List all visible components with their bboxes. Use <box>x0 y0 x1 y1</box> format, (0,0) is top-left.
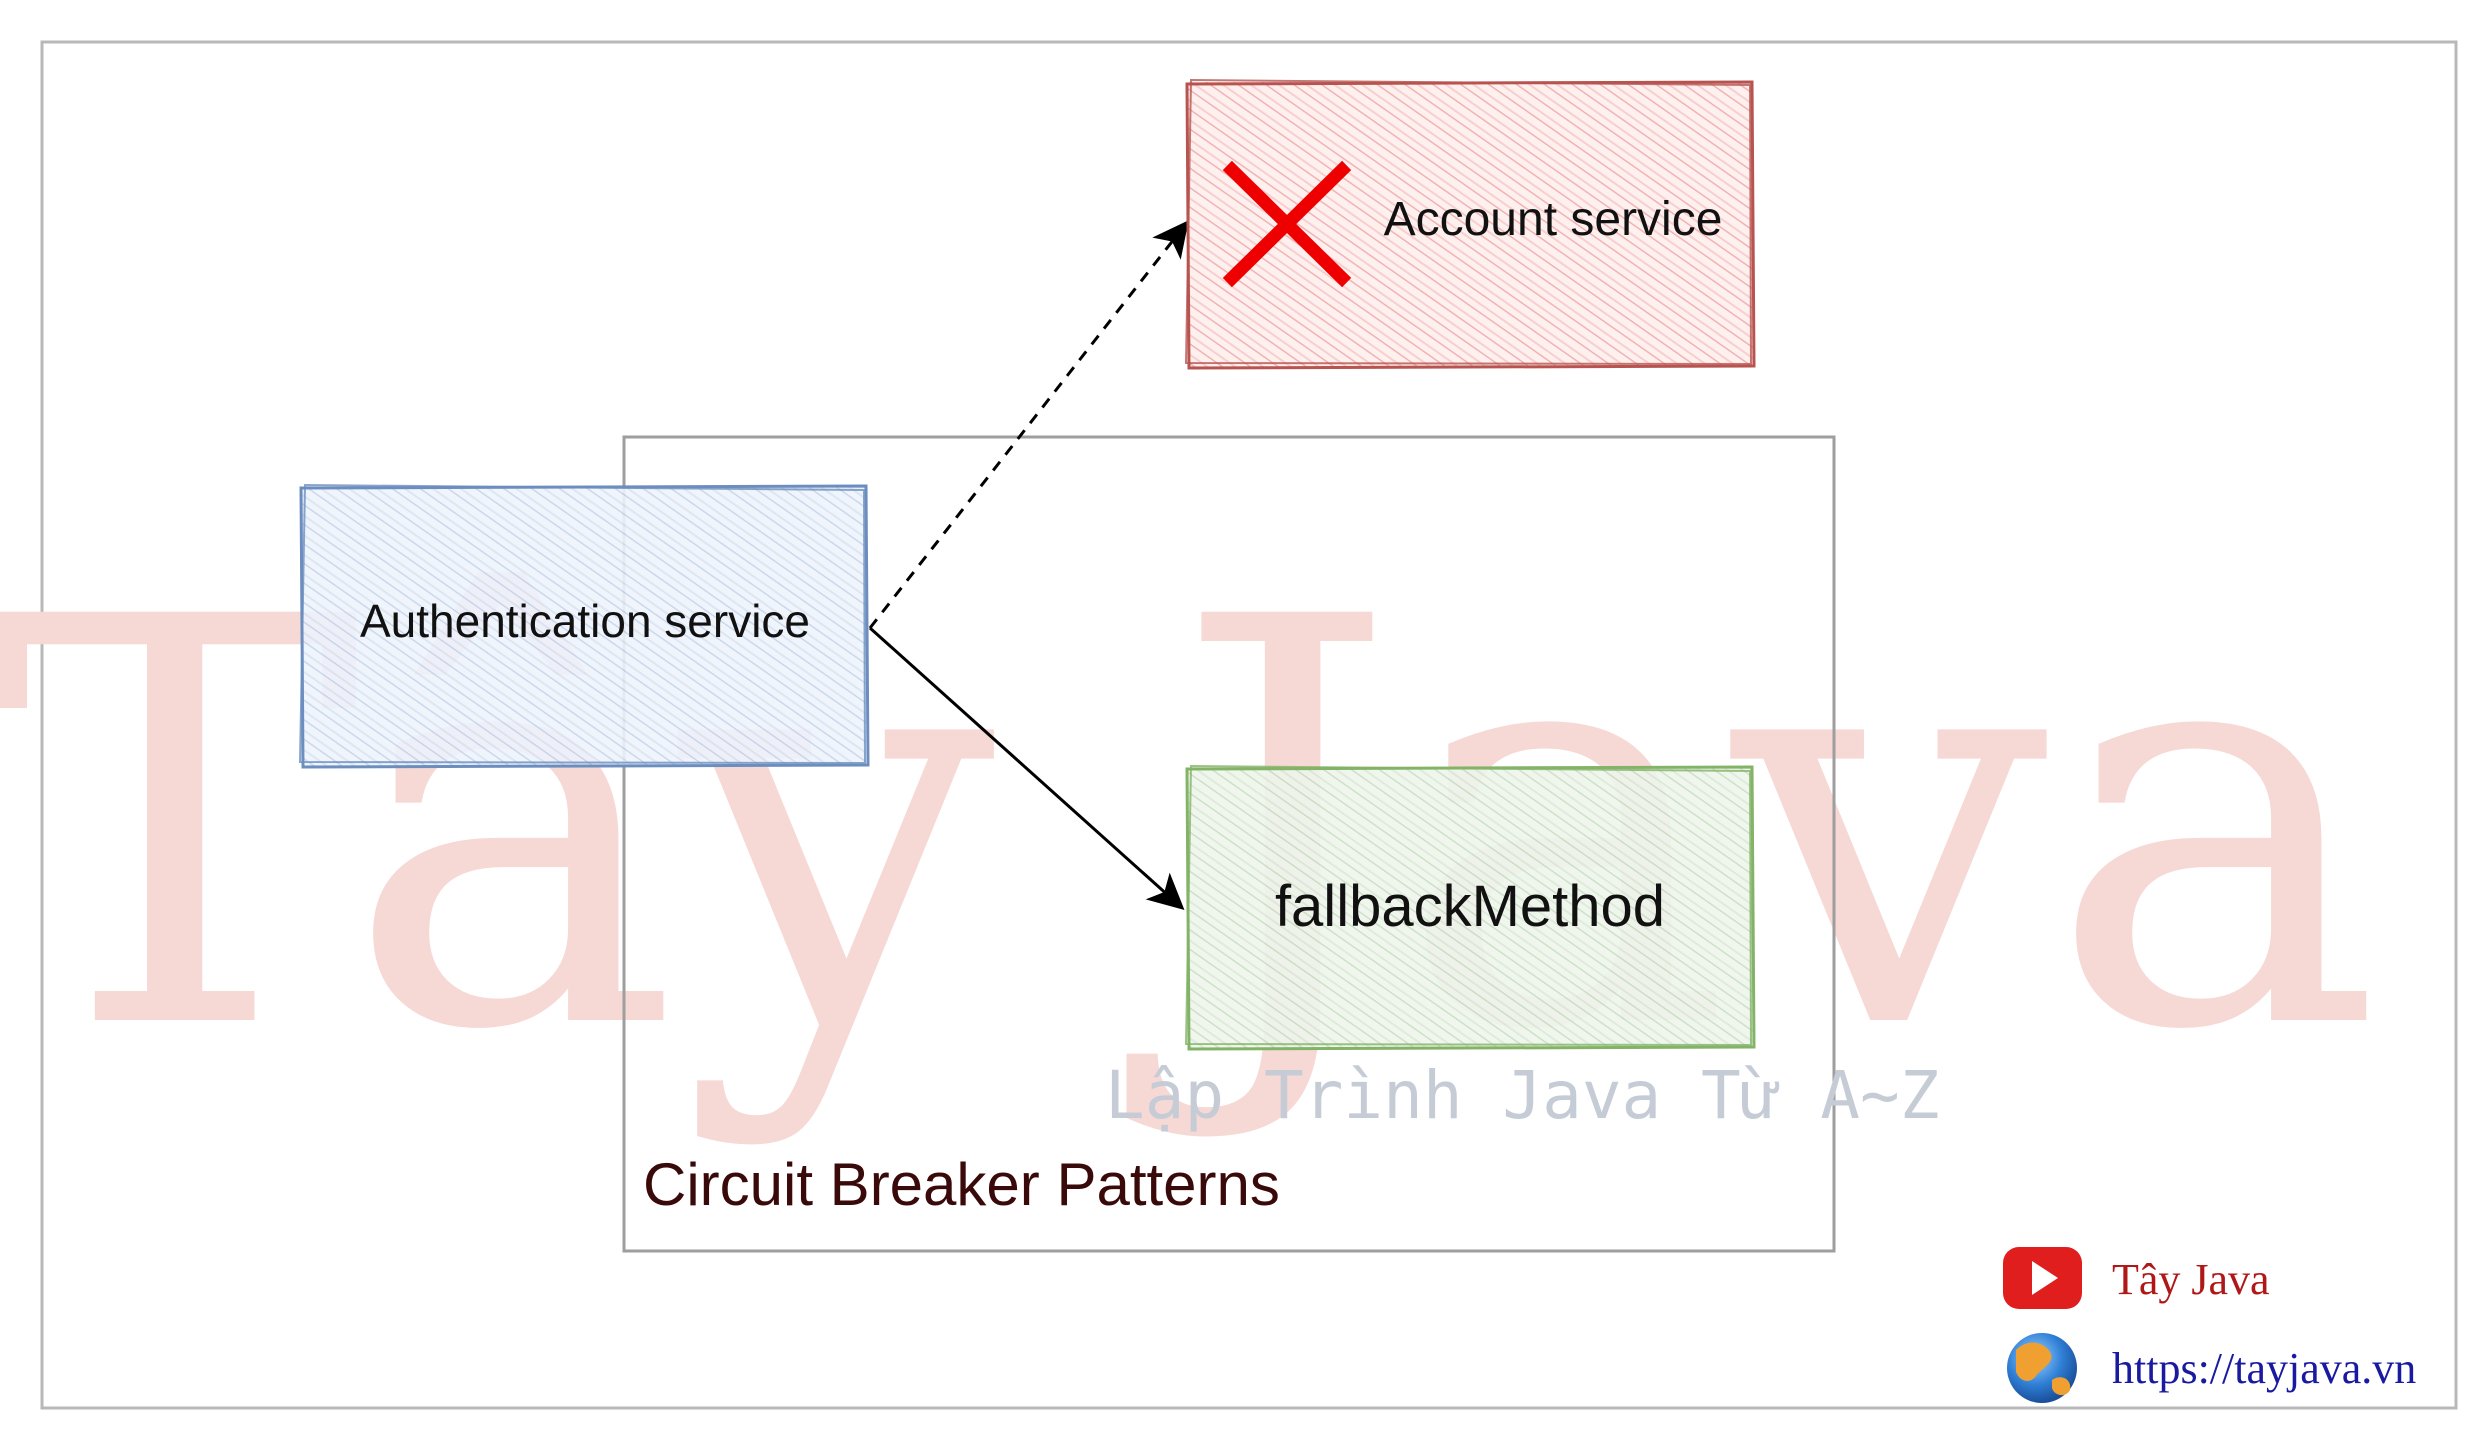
youtube-icon <box>2003 1247 2082 1309</box>
brand-youtube[interactable]: Tây Java <box>2003 1247 2270 1309</box>
fail-cross-icon <box>1222 160 1352 288</box>
fallback-method-label: fallbackMethod <box>1275 874 1665 939</box>
edge-auth-to-account <box>868 220 1189 629</box>
circuit-breaker-group <box>622 435 1836 1253</box>
brand-youtube-text: Tây Java <box>2112 1255 2270 1304</box>
edge-auth-to-fallback <box>868 626 1185 911</box>
account-service-node[interactable]: Account service <box>1184 78 1756 370</box>
fallback-method-node[interactable]: fallbackMethod <box>1184 764 1756 1051</box>
account-service-label: Account service <box>1384 193 1723 246</box>
brand-website[interactable]: https://tayjava.vn <box>2007 1333 2416 1403</box>
watermark-subtitle: Lập Trình Java Từ A~Z <box>1105 1057 1939 1134</box>
brand-website-text: https://tayjava.vn <box>2112 1344 2416 1393</box>
authentication-service-node[interactable]: Authentication service <box>298 483 870 769</box>
globe-icon <box>2007 1333 2077 1403</box>
authentication-service-label: Authentication service <box>360 595 810 647</box>
circuit-breaker-label: Circuit Breaker Patterns <box>643 1151 1280 1218</box>
